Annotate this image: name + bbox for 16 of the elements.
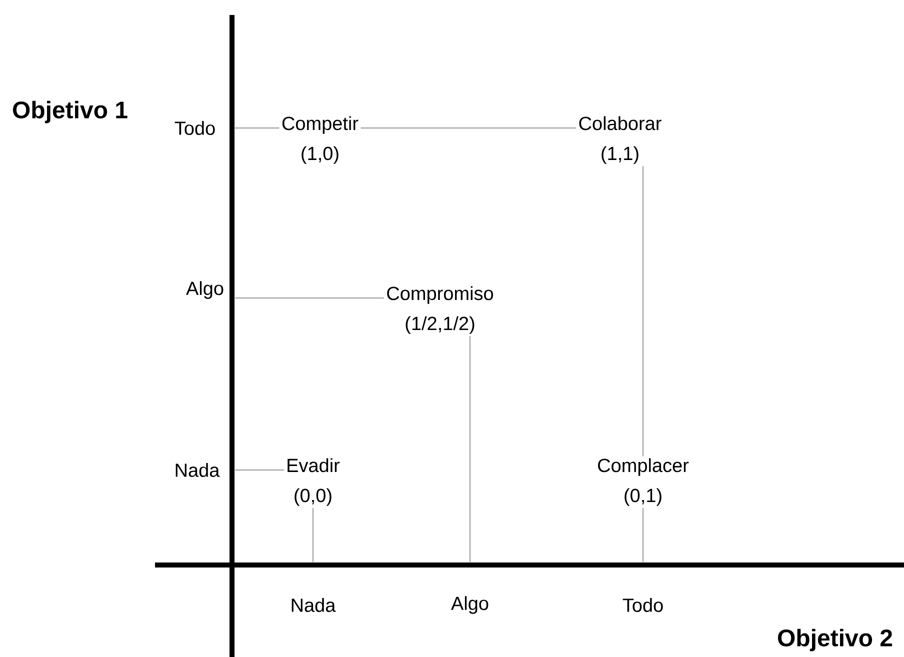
tick-label: Algo (186, 281, 224, 299)
tick-label: Algo (451, 596, 488, 614)
connector-line (642, 166, 644, 456)
tick-label: Todo (174, 121, 215, 135)
strategy-label: Colaborar (1,1) (579, 116, 662, 164)
tick-label: Nada (176, 463, 220, 477)
axis-title: Objetivo 2 (778, 628, 892, 652)
connector-line (642, 508, 644, 562)
strategy-label: Competir (1,0) (282, 116, 358, 164)
tick-label: Nada (292, 598, 336, 612)
tick-label: Todo (622, 598, 663, 612)
connector-line (312, 508, 314, 562)
strategy-label: Complacer (0,1) (598, 458, 689, 506)
axis-title: Objetivo 1 (12, 100, 128, 124)
strategy-label: Compromiso (1/2,1/2) (387, 286, 494, 334)
strategy-label: Evadir (0,0) (288, 458, 340, 506)
